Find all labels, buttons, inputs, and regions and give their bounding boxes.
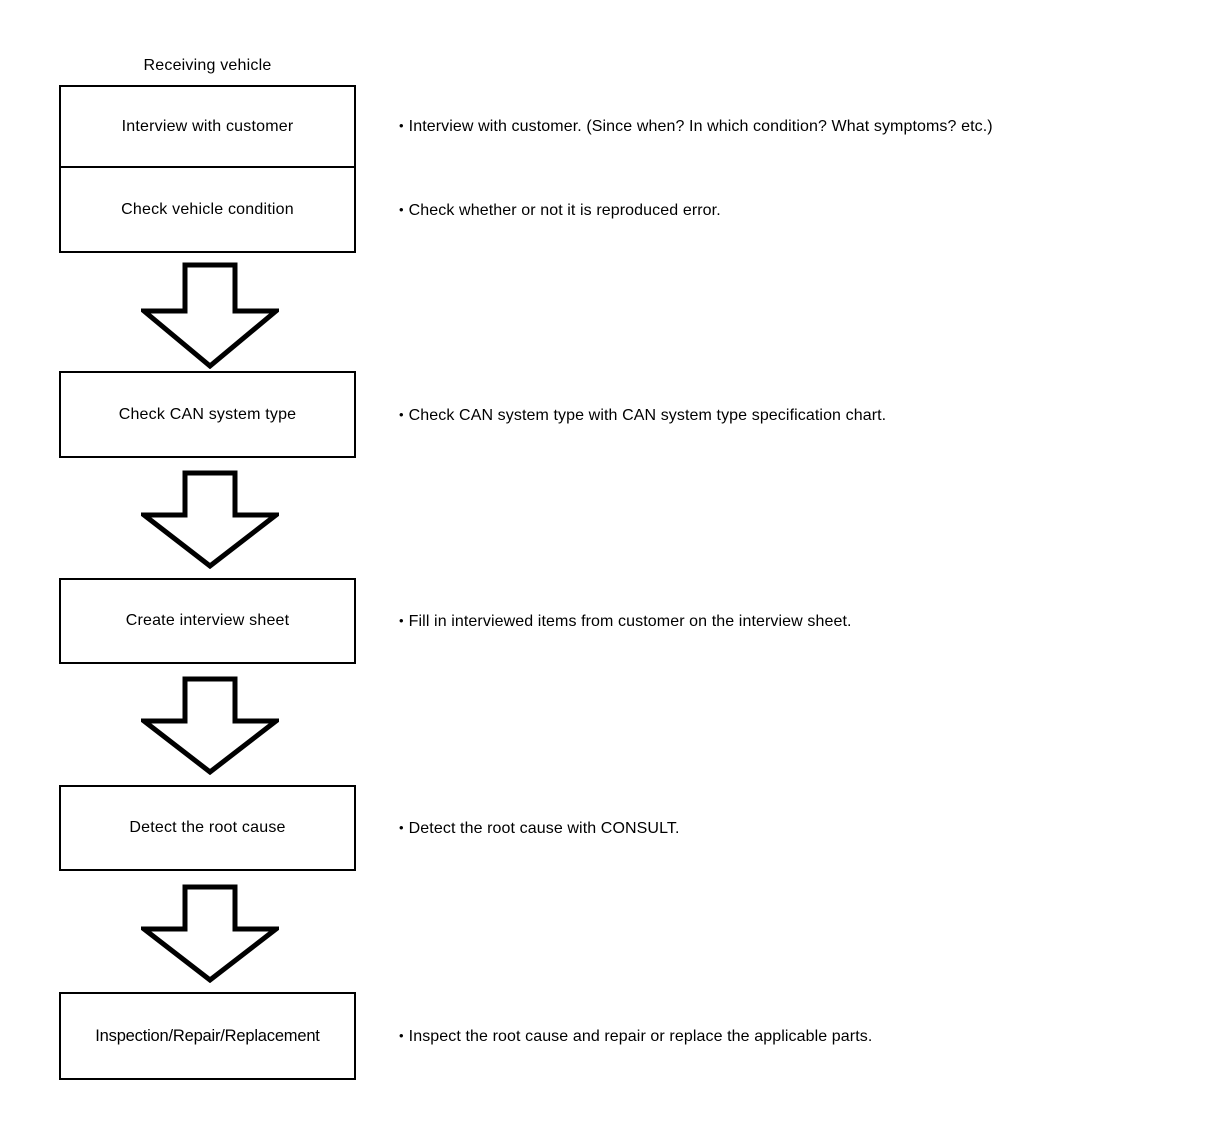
bullet-icon: • [399,118,404,133]
description-text: Detect the root cause with CONSULT. [408,820,680,837]
process-step-interview-with-customer[interactable]: Interview with customer [61,87,354,168]
description-text: Check whether or not it is reproduced er… [408,202,721,219]
down-arrow-outline-icon [141,470,279,569]
description-interview-with-customer: • Interview with customer. (Since when? I… [399,116,993,137]
process-step-detect-the-root-cause[interactable]: Detect the root cause [61,787,354,869]
down-arrow-outline-icon [141,884,279,983]
process-step-label: Check CAN system type [118,405,297,423]
process-step-label: Check vehicle condition [121,200,294,218]
process-step-check-can-system-type[interactable]: Check CAN system type [61,373,354,456]
process-step-check-vehicle-condition[interactable]: Check vehicle condition [61,168,354,251]
description-text: Interview with customer. (Since when? In… [408,118,993,135]
description-create-interview-sheet: • Fill in interviewed items from customer… [399,611,852,632]
process-step-label: Create interview sheet [125,612,290,629]
description-check-can-system-type: • Check CAN system type with CAN system t… [399,405,886,426]
process-box-detect-the-root-cause: Detect the root cause [59,785,356,871]
down-arrow-outline-icon-3 [141,676,279,775]
description-text: Fill in interviewed items from customer … [408,613,852,630]
down-arrow-outline-icon-1 [141,262,279,369]
process-box-create-interview-sheet: Create interview sheet [59,578,356,664]
column-header-receiving-vehicle: Receiving vehicle [143,57,272,74]
down-arrow-outline-icon [141,262,279,369]
process-step-label: Interview with customer [121,117,294,135]
down-arrow-outline-icon [141,676,279,775]
process-box-inspection-repair-replacement: Inspection/Repair/Replacement [59,992,356,1080]
bullet-icon: • [399,1028,404,1043]
process-box-group-receiving: Interview with customer Check vehicle co… [59,85,356,253]
down-arrow-outline-icon-2 [141,470,279,569]
description-inspection-repair-replacement: • Inspect the root cause and repair or re… [399,1026,872,1047]
process-step-inspection-repair-replacement[interactable]: Inspection/Repair/Replacement [61,994,354,1078]
description-text: Inspect the root cause and repair or rep… [408,1028,873,1045]
bullet-icon: • [399,202,404,217]
description-check-vehicle-condition: • Check whether or not it is reproduced e… [399,200,721,221]
process-step-label: Inspection/Repair/Replacement [95,1027,320,1045]
bullet-icon: • [399,820,404,835]
process-step-label: Detect the root cause [129,819,286,836]
description-text: Check CAN system type with CAN system ty… [408,407,887,424]
down-arrow-outline-icon-4 [141,884,279,983]
bullet-icon: • [399,613,404,628]
bullet-icon: • [399,407,404,422]
description-detect-the-root-cause: • Detect the root cause with CONSULT. [399,818,680,839]
process-box-check-can-system-type: Check CAN system type [59,371,356,458]
process-step-create-interview-sheet[interactable]: Create interview sheet [61,580,354,662]
